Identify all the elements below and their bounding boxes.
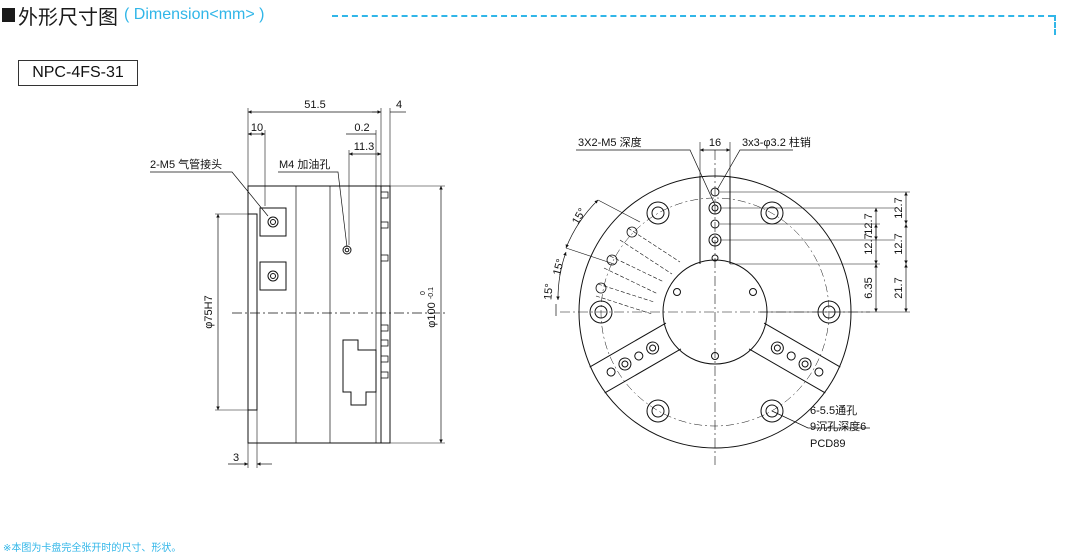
- header-dashed-rule-end: [1054, 15, 1056, 35]
- dim-oil-offset: 11.3: [354, 141, 375, 153]
- jaw-lower-left: [748, 322, 841, 394]
- angle-3: 15°: [542, 283, 555, 301]
- side-body-outline: [247, 185, 382, 444]
- air-port-block-2: [259, 261, 287, 291]
- label-pins: 3x3-φ3.2 柱销: [742, 135, 811, 149]
- angle-1: 15°: [570, 206, 589, 226]
- label-holes: 3X2-M5 深度: [578, 135, 642, 149]
- model-label: NPC-4FS-31: [18, 60, 138, 86]
- air-port-block-1: [259, 207, 287, 237]
- label-mount-2: 9沉孔深度6: [810, 419, 866, 433]
- jaw-top: [699, 176, 731, 264]
- side-right-flange: [380, 185, 391, 444]
- front-view: [555, 142, 910, 465]
- angle-2: 15°: [551, 258, 567, 277]
- dim-pilot-depth: 3: [233, 452, 239, 464]
- label-air-port: 2-M5 气管接头: [150, 157, 222, 171]
- section-header: 外形尺寸图 ( Dimension<mm> ): [2, 3, 265, 29]
- footnote: ※本图为卡盘完全张开时的尺寸、形状。: [3, 543, 182, 554]
- dim-pilot: φ75H7: [203, 295, 215, 328]
- header-square-icon: [2, 8, 15, 22]
- label-mount-1: 6-5.5通孔: [810, 404, 857, 417]
- section-title: 外形尺寸图: [18, 4, 118, 29]
- dim-slot-width: 16: [709, 137, 721, 149]
- oil-hole: [342, 245, 352, 255]
- dim-body-tol-top: 0: [420, 291, 427, 295]
- side-pilot: [247, 213, 258, 411]
- mount-holes: [589, 201, 841, 423]
- dim-right-3: 21.7: [893, 277, 905, 298]
- dim-right-flange: 4: [396, 99, 402, 111]
- label-pcd: PCD89: [810, 438, 845, 450]
- dim-right-2: 12.7: [893, 233, 905, 254]
- section-subtitle: ( Dimension<mm> ): [124, 6, 265, 23]
- dim-body: φ100: [426, 302, 438, 328]
- dim-inner-1: 12.7: [863, 213, 875, 234]
- dim-body-tol-bot: -0.1: [428, 287, 435, 299]
- jaw-lower-right: [589, 322, 682, 394]
- side-jaw: [342, 339, 377, 406]
- dim-total-width: 51.5: [304, 99, 325, 111]
- side-view: [150, 108, 446, 468]
- dim-inner-2: 12.7: [863, 233, 875, 254]
- dim-port-offset: 10: [251, 122, 263, 134]
- dim-right-1: 12.7: [893, 197, 905, 218]
- header-dashed-rule: [332, 15, 1054, 17]
- dim-gap: 0.2: [354, 122, 369, 134]
- dim-inner-3: 6.35: [863, 277, 875, 298]
- label-oil-hole: M4 加油孔: [279, 157, 330, 171]
